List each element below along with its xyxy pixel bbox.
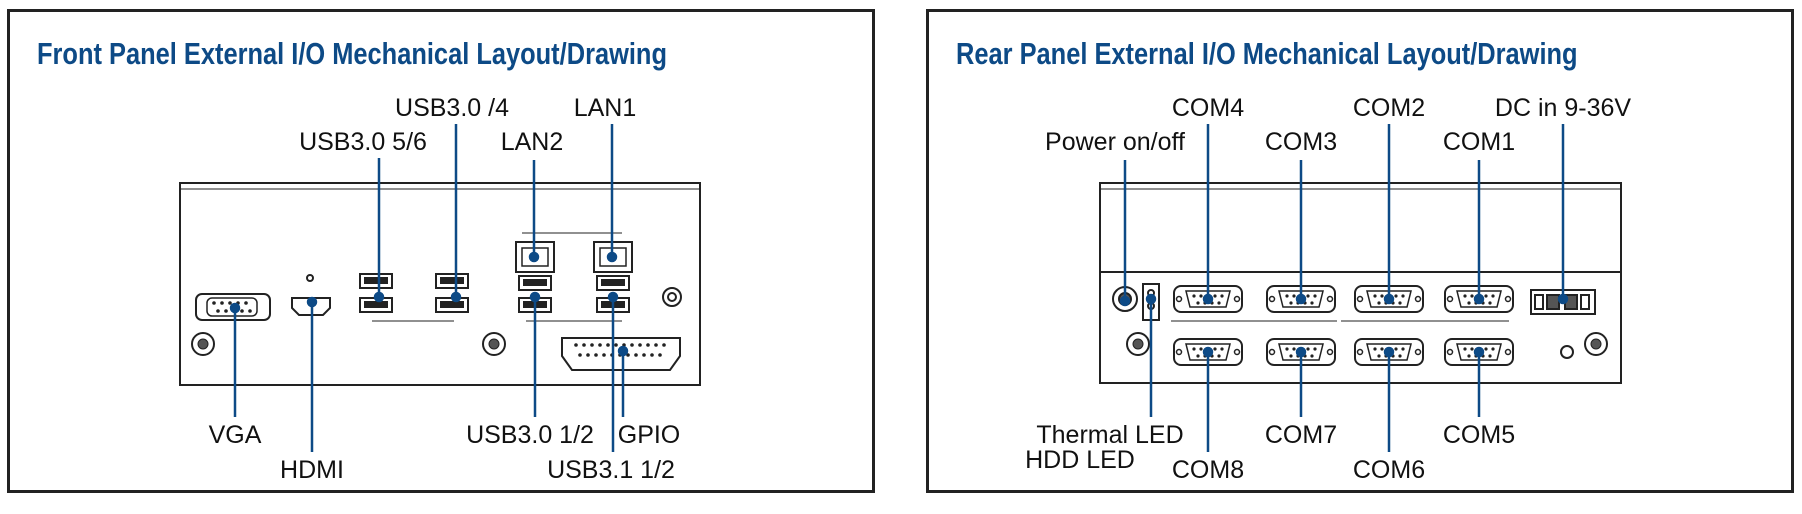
rear-panel: Rear Panel External I/O Mechanical Layou… [926,9,1794,493]
label-usb30-56: USB3.0 5/6 [299,128,427,156]
label-com5: COM5 [1442,421,1516,449]
label-com2: COM2 [1352,94,1426,122]
rear-leader-lines [1119,124,1569,452]
rear-panel-title: Rear Panel External I/O Mechanical Layou… [956,36,1578,71]
label-gpio: GPIO [617,421,681,449]
label-dc-in: DC in 9-36V [1494,94,1632,122]
label-thermal-led: Thermal LED [1036,421,1184,449]
hdmi-port [291,274,331,316]
rear-panel-drawing [1099,124,1622,452]
label-com1: COM1 [1442,128,1516,156]
label-com7: COM7 [1264,421,1338,449]
label-usb30-12: USB3.0 1/2 [466,421,594,449]
label-lan2: LAN2 [500,128,564,156]
label-power: Power on/off [1045,128,1185,156]
label-vga: VGA [208,421,262,449]
front-panel-title: Front Panel External I/O Mechanical Layo… [37,36,667,71]
antenna-connector-left [191,332,215,356]
vga-port [195,293,271,321]
audio-jack [662,287,682,307]
front-panel-drawing [179,124,701,452]
label-com6: COM6 [1352,456,1426,484]
rear-chassis [1099,182,1622,384]
antenna-connector-right [1584,332,1608,356]
label-com8: COM8 [1171,456,1245,484]
label-usb30-34: USB3.0 /4 [395,94,509,122]
label-lan1: LAN1 [573,94,637,122]
front-leader-lines [229,124,629,452]
antenna-connector-left [1126,332,1150,356]
label-hdd-led: HDD LED [1025,446,1135,474]
antenna-connector-right [482,332,506,356]
front-panel: Front Panel External I/O Mechanical Layo… [7,9,875,493]
com-port-connector [1444,285,1514,313]
label-hdmi: HDMI [280,456,344,484]
label-usb31-12: USB3.1 1/2 [547,456,675,484]
label-com4: COM4 [1171,94,1245,122]
label-com3: COM3 [1264,128,1338,156]
